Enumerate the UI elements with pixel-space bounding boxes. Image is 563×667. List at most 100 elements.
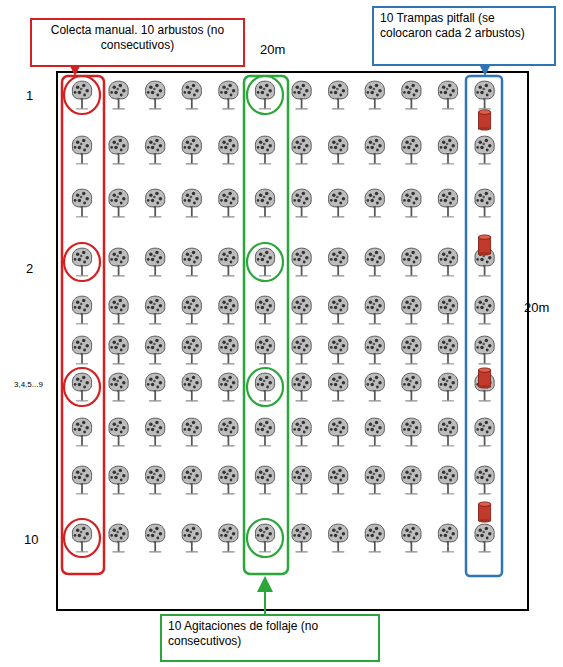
shrub-icon: [292, 524, 311, 552]
shrub-icon: [365, 466, 384, 494]
shrub-icon: [365, 336, 384, 364]
shrub-icon: [438, 466, 457, 494]
shrub-icon: [475, 418, 494, 446]
shrub-icon: [402, 189, 421, 217]
shrub-icon: [219, 524, 238, 552]
shrub-icon: [109, 296, 128, 324]
shrub-icon: [109, 524, 128, 552]
shrub-icon: [109, 336, 128, 364]
shrub-icon: [365, 524, 384, 552]
shrub-icon: [219, 373, 238, 401]
shrub-icon: [219, 418, 238, 446]
shrub-icon: [292, 248, 311, 276]
sample-circle: [64, 76, 100, 114]
shrub-icon: [365, 136, 384, 164]
shrub-icon: [182, 373, 201, 401]
shrub-icon: [402, 466, 421, 494]
shrub-icon: [255, 189, 274, 217]
sample-circle: [64, 368, 100, 406]
shrub-icon: [475, 136, 494, 164]
shrub-icon: [255, 524, 274, 552]
callout-text: 10 Agitaciones de follaje (no consecutiv…: [168, 619, 372, 649]
shrub-icon: [255, 336, 274, 364]
sample-circle: [247, 243, 283, 281]
shrub-icon: [219, 336, 238, 364]
shrub-icon: [292, 296, 311, 324]
shrub-icon: [438, 189, 457, 217]
shrub-icon: [146, 136, 165, 164]
shrub-icon: [72, 248, 91, 276]
shrub-icon: [72, 336, 91, 364]
row-number: 1: [26, 88, 33, 103]
shrub-icon: [146, 373, 165, 401]
shrub-icon: [402, 136, 421, 164]
shrub-icon: [146, 336, 165, 364]
shrub-icon: [475, 189, 494, 217]
shrub-icon: [255, 418, 274, 446]
shrub-icon: [146, 466, 165, 494]
shrub-icon: [402, 336, 421, 364]
shrub-icon: [329, 524, 348, 552]
shrub-icon: [402, 524, 421, 552]
shrub-icon: [438, 418, 457, 446]
callout-box: Colecta manual. 10 arbustos (no consecut…: [30, 18, 245, 67]
shrub-icon: [109, 189, 128, 217]
shrub-icon: [365, 189, 384, 217]
shrub-icon: [219, 189, 238, 217]
shrub-icon: [292, 373, 311, 401]
shrub-icon: [219, 136, 238, 164]
pitfall-trap: [478, 368, 490, 389]
callout-box: 10 Agitaciones de follaje (no consecutiv…: [160, 614, 380, 662]
shrub-icon: [292, 189, 311, 217]
shrub-icon: [329, 248, 348, 276]
shrub-icon: [438, 136, 457, 164]
shrub-icon: [255, 248, 274, 276]
shrub-icon: [365, 373, 384, 401]
shrub-icon: [182, 524, 201, 552]
shrub-icon: [255, 296, 274, 324]
shrub-icon: [475, 81, 494, 109]
shrub-icon: [72, 466, 91, 494]
shrub-icon: [329, 336, 348, 364]
pitfall-trap: [478, 502, 490, 523]
shrub-icon: [182, 189, 201, 217]
shrub-icon: [438, 296, 457, 324]
shrub-icon: [109, 136, 128, 164]
shrub-icon: [329, 418, 348, 446]
shrub-icon: [438, 524, 457, 552]
row-number: 10: [24, 532, 38, 547]
shrub-icon: [72, 136, 91, 164]
shrub-icon: [146, 189, 165, 217]
shrub-icon: [146, 296, 165, 324]
shrub-icon: [182, 418, 201, 446]
shrub-icon: [475, 524, 494, 552]
shrub-icon: [109, 418, 128, 446]
shrub-icon: [402, 418, 421, 446]
shrub-icon: [365, 296, 384, 324]
shrub-icon: [292, 466, 311, 494]
shrub-icon: [402, 81, 421, 109]
shrub-icon: [438, 248, 457, 276]
shrub-icon: [72, 189, 91, 217]
shrub-icon: [438, 336, 457, 364]
shrub-icon: [255, 373, 274, 401]
callout-box: 10 Trampas pitfall (se colocaron cada 2 …: [372, 6, 556, 66]
shrub-icon: [109, 466, 128, 494]
shrub-icon: [72, 373, 91, 401]
shrub-icon: [475, 296, 494, 324]
shrub-icon: [72, 296, 91, 324]
shrub-icon: [109, 248, 128, 276]
shrub-icon: [365, 248, 384, 276]
shrub-icon: [292, 336, 311, 364]
shrub-icon: [146, 248, 165, 276]
sample-circle: [247, 76, 283, 114]
shrub-icon: [182, 136, 201, 164]
shrub-icon: [438, 81, 457, 109]
shrub-icon: [475, 336, 494, 364]
shrub-icon: [402, 296, 421, 324]
shrub-icon: [365, 81, 384, 109]
dimension-label: 20m: [260, 42, 285, 57]
shrub-icon: [146, 524, 165, 552]
shrub-icon: [255, 466, 274, 494]
